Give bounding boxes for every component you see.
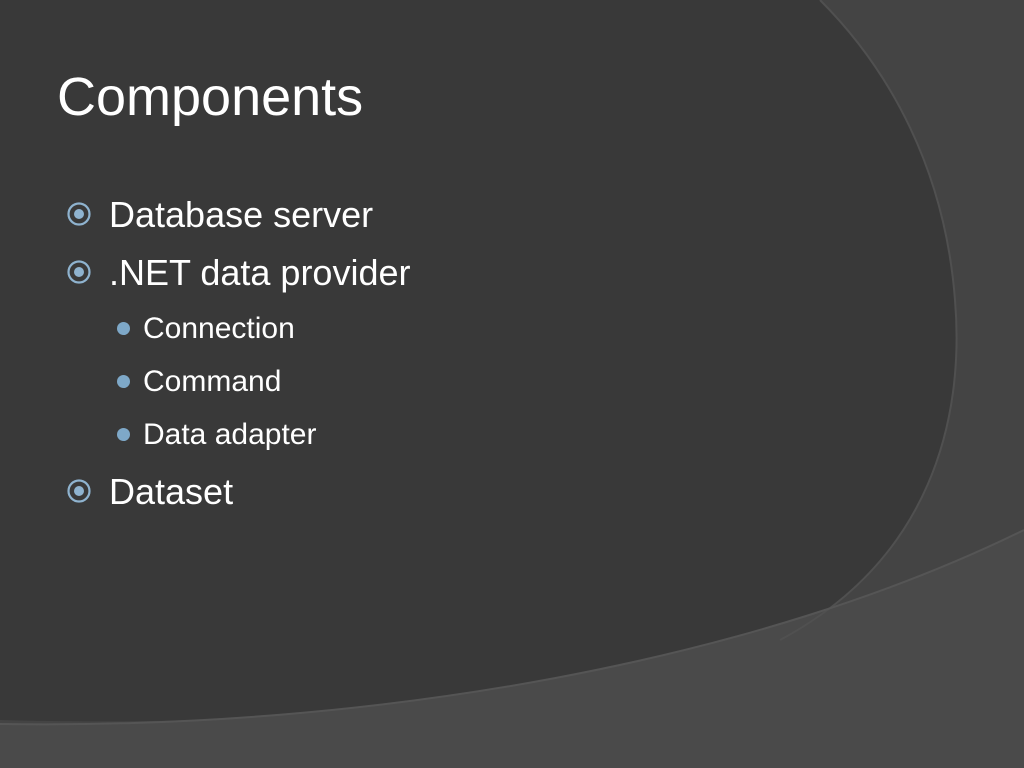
- sub-bullet-item: Data adapter: [66, 408, 410, 461]
- target-circle-icon: [67, 202, 91, 226]
- bullet-list: Database server .NET data provider Conne…: [66, 186, 410, 521]
- sub-bullet-text: Command: [143, 365, 282, 398]
- sub-bullet-text: Data adapter: [143, 418, 317, 451]
- target-circle-icon: [67, 260, 91, 284]
- sub-bullet-item: Command: [66, 355, 410, 408]
- bullet-item: Dataset: [66, 463, 410, 521]
- filled-dot-icon: [117, 428, 130, 441]
- bullet-item: .NET data provider: [66, 244, 410, 302]
- bullet-text: Database server: [109, 194, 374, 235]
- slide-title: Components: [57, 67, 364, 127]
- target-circle-icon: [67, 479, 91, 503]
- bullet-text: .NET data provider: [109, 252, 411, 293]
- bullet-item: Database server: [66, 186, 410, 244]
- filled-dot-icon: [117, 322, 130, 335]
- sub-bullet-text: Connection: [143, 312, 295, 345]
- filled-dot-icon: [117, 375, 130, 388]
- sub-bullet-item: Connection: [66, 302, 410, 355]
- bullet-text: Dataset: [109, 471, 234, 512]
